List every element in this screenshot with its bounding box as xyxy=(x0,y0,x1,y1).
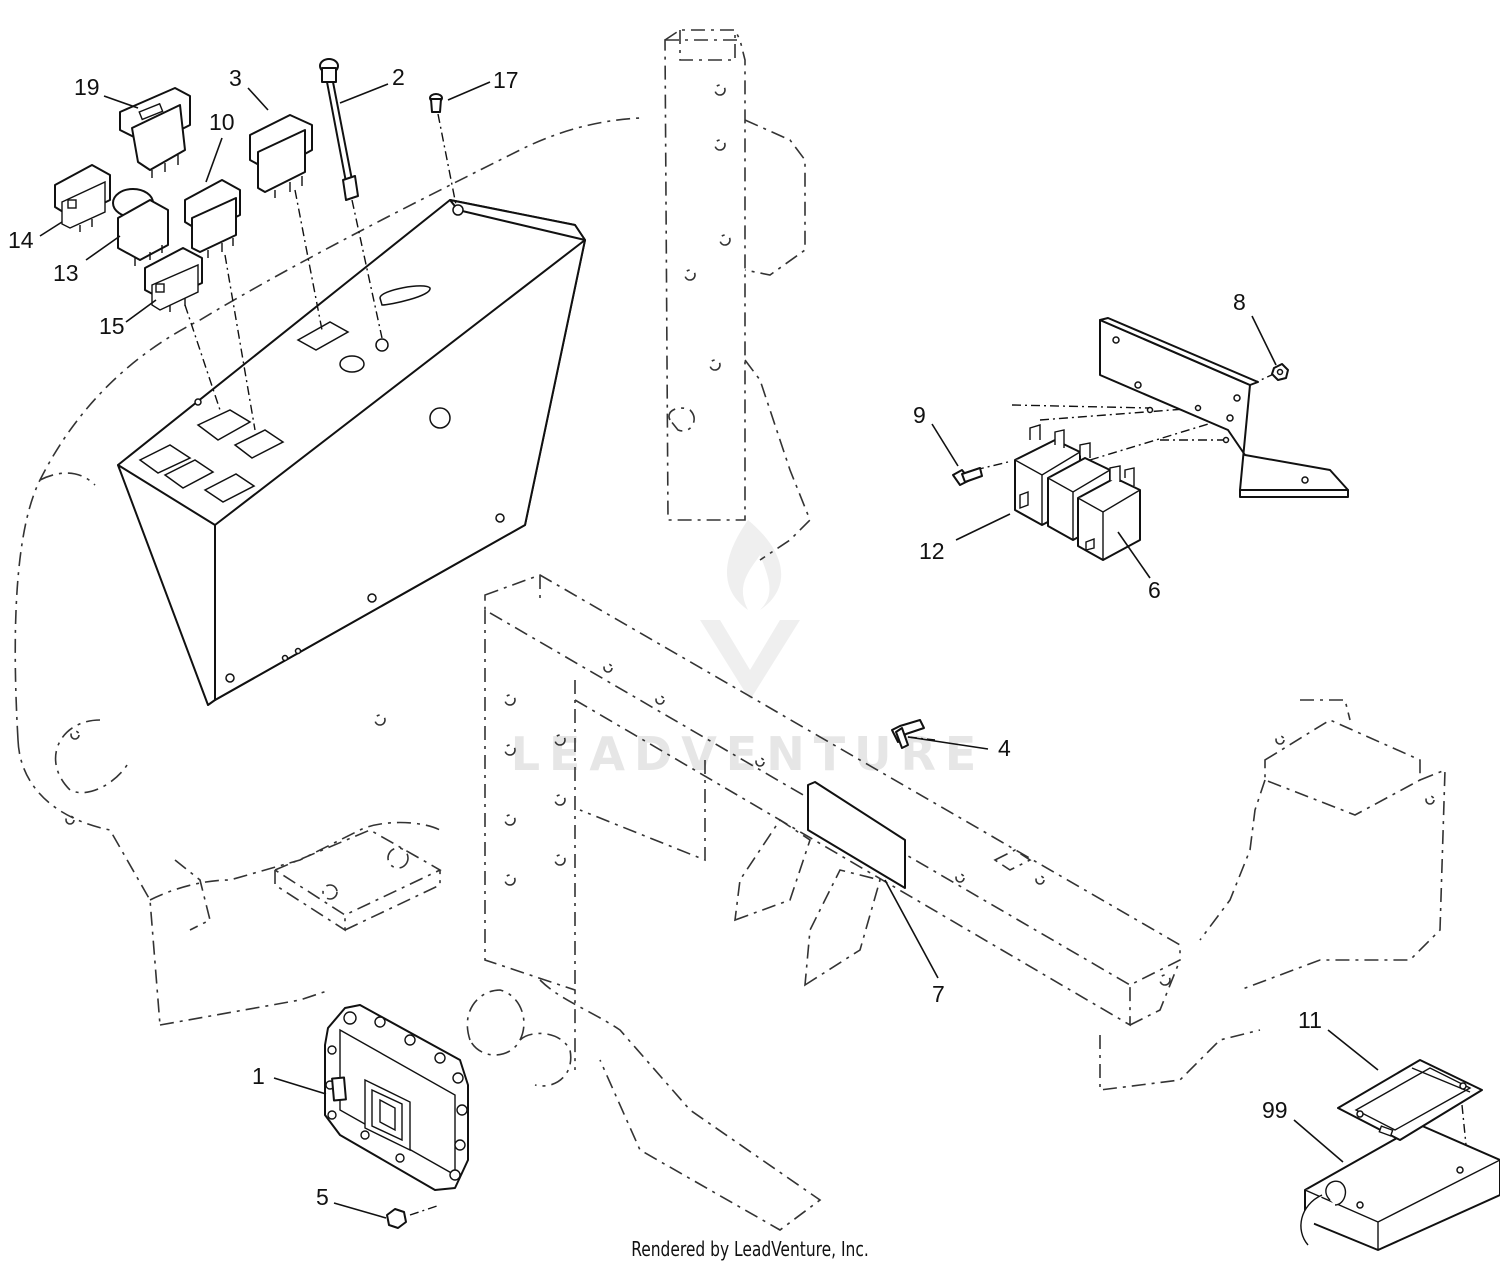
part-19-switch[interactable] xyxy=(119,87,191,178)
watermark-brand: LEADVENTURE xyxy=(511,727,986,781)
assembly-guides xyxy=(184,113,1469,1216)
callout-11: 11 xyxy=(1298,1007,1322,1033)
callout-4: 4 xyxy=(998,735,1011,761)
callout-19: 19 xyxy=(74,74,100,100)
callout-12: 12 xyxy=(919,538,945,564)
leadventure-logo-icon xyxy=(700,520,800,700)
leader-lines xyxy=(39,81,1379,1219)
callout-15: 15 xyxy=(99,313,125,339)
part-11-label[interactable] xyxy=(1337,1059,1483,1141)
part-14-switch[interactable] xyxy=(54,164,111,232)
callout-99: 99 xyxy=(1262,1097,1288,1123)
part-4-bolt[interactable] xyxy=(891,719,925,749)
callout-14: 14 xyxy=(8,227,34,253)
footer-credit: Rendered by LeadVenture, Inc. xyxy=(631,1237,869,1261)
callout-5: 5 xyxy=(316,1184,329,1210)
part-15-switch[interactable] xyxy=(144,247,203,312)
part-7-decal[interactable] xyxy=(807,781,906,889)
callout-6: 6 xyxy=(1148,577,1161,603)
part-3-switch[interactable] xyxy=(249,114,313,198)
part-8-nut[interactable] xyxy=(1271,363,1289,381)
part-10-switch[interactable] xyxy=(184,179,241,258)
watermark: LEADVENTURE xyxy=(511,520,986,781)
callout-2: 2 xyxy=(392,64,405,90)
part-17-screw[interactable] xyxy=(429,93,443,113)
callout-9: 9 xyxy=(913,402,926,428)
callout-8: 8 xyxy=(1233,289,1246,315)
callout-13: 13 xyxy=(53,260,79,286)
part-1-controller[interactable] xyxy=(324,1004,469,1191)
part-2-indicator[interactable] xyxy=(319,58,359,201)
callout-1: 1 xyxy=(252,1063,265,1089)
part-99-module[interactable] xyxy=(1300,1124,1500,1251)
callout-3: 3 xyxy=(229,65,242,91)
control-panel xyxy=(117,199,586,706)
part-6-relay-b[interactable] xyxy=(1077,465,1141,561)
part-9-screw[interactable] xyxy=(952,467,983,486)
relay-bracket[interactable] xyxy=(1099,317,1349,498)
callout-17: 17 xyxy=(493,67,519,93)
callout-10: 10 xyxy=(209,109,235,135)
part-13-switch[interactable] xyxy=(112,188,169,266)
callout-labels: 19 2 17 3 10 14 13 15 8 9 12 6 4 7 1 5 1… xyxy=(8,64,1322,1210)
part-5-nut[interactable] xyxy=(386,1208,407,1229)
ghost-frame xyxy=(14,29,1446,1231)
callout-7: 7 xyxy=(932,981,945,1007)
